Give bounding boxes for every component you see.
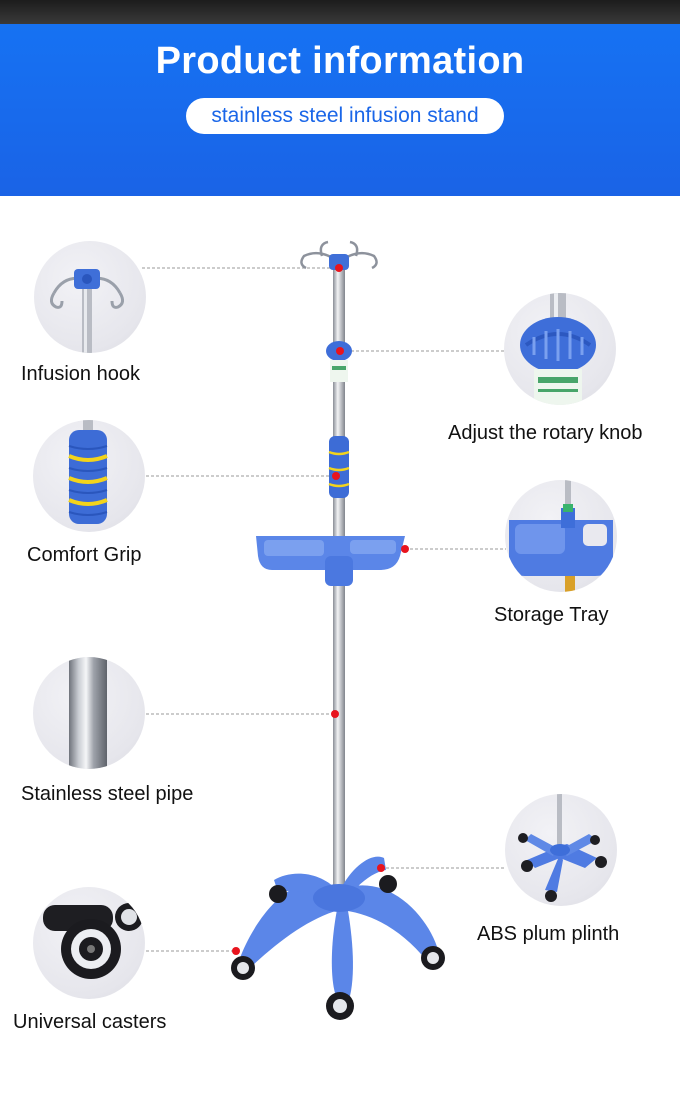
feature-label-storage-tray: Storage Tray — [494, 604, 609, 626]
plum-plinth-thumbnail — [505, 794, 617, 906]
stand-hooks — [300, 240, 378, 270]
infusion-hook-thumbnail — [34, 241, 146, 353]
universal-casters-thumbnail — [33, 887, 145, 999]
comfort-grip-thumbnail — [33, 420, 145, 532]
feature-label-comfort-grip: Comfort Grip — [27, 544, 142, 566]
feature-label-steel-pipe: Stainless steel pipe — [21, 783, 194, 805]
storage-tray-thumbnail — [505, 480, 617, 592]
feature-label-plum-plinth: ABS plum plinth — [477, 923, 620, 945]
page-title: Product information — [155, 40, 525, 82]
casters — [231, 875, 445, 1020]
subtitle-pill: stainless steel infusion stand — [186, 98, 504, 134]
feature-label-infusion-hook: Infusion hook — [21, 363, 140, 385]
infusion-stand-illustration — [142, 240, 506, 1020]
callout-lines — [142, 267, 506, 952]
feature-label-universal-casters: Universal casters — [13, 1011, 167, 1033]
rotary-knob-thumbnail — [504, 293, 616, 405]
plum-base — [240, 856, 438, 996]
steel-pipe-thumbnail — [33, 657, 145, 769]
callout-markers — [232, 264, 409, 955]
top-strip — [0, 0, 680, 24]
feature-label-rotary-knob: Adjust the rotary knob — [448, 422, 643, 444]
